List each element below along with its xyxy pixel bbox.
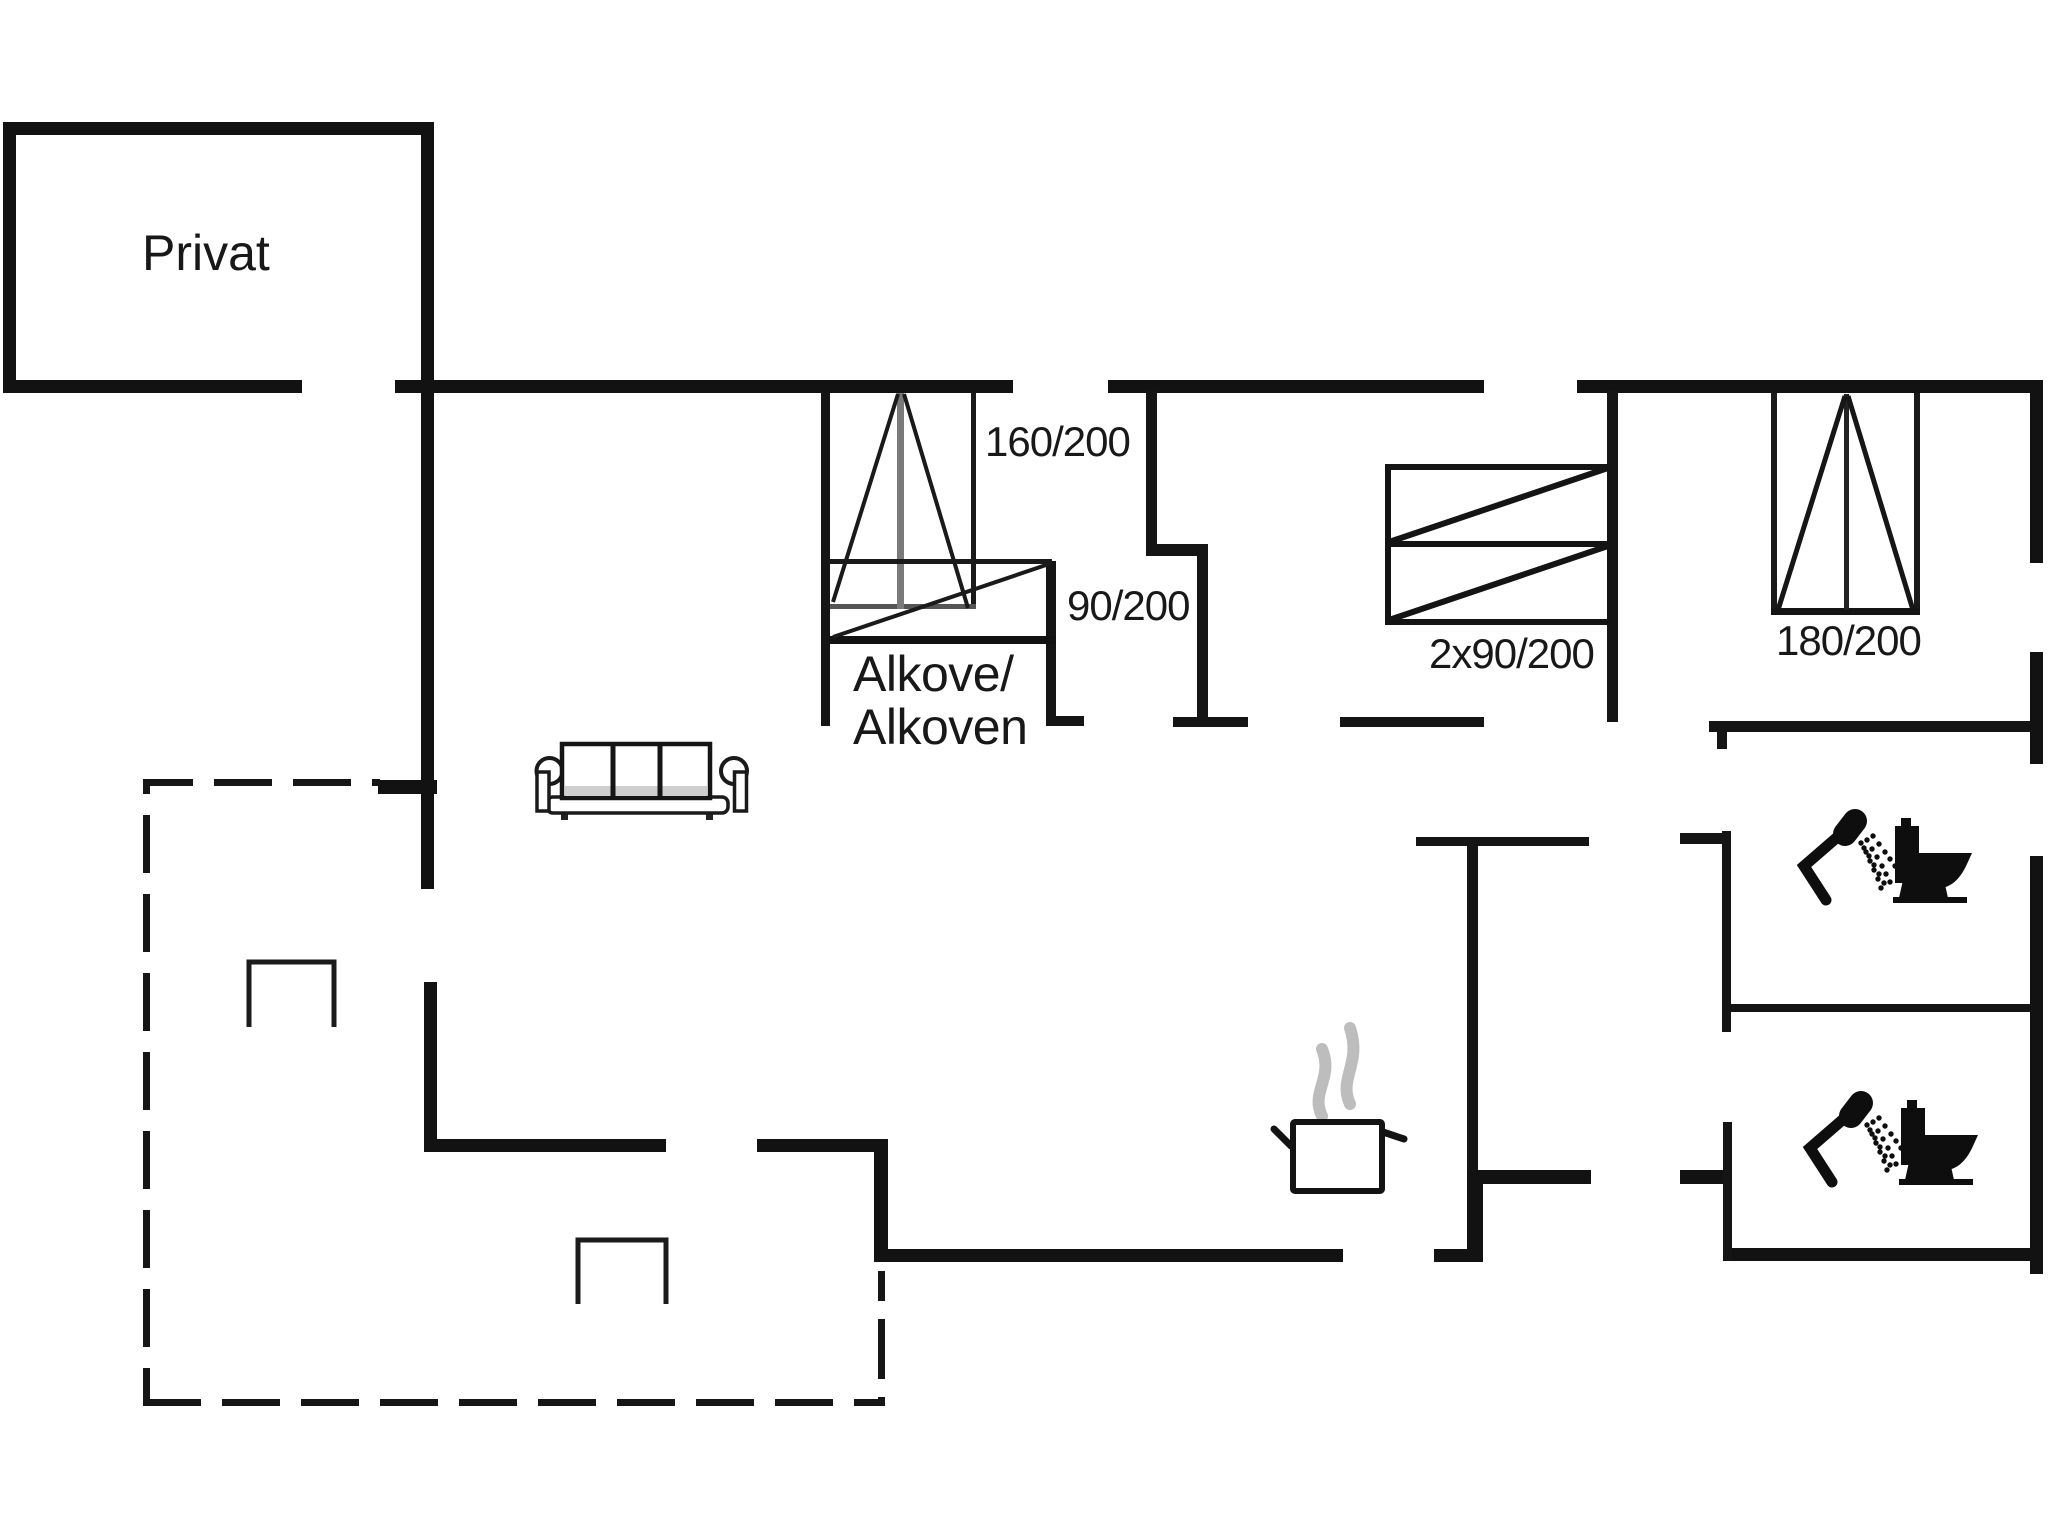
svg-text:90/200: 90/200 (1067, 582, 1189, 629)
svg-text:Alkove/: Alkove/ (853, 646, 1014, 702)
svg-text:180/200: 180/200 (1776, 617, 1921, 664)
svg-text:Privat: Privat (142, 225, 270, 281)
svg-text:160/200: 160/200 (985, 418, 1130, 465)
svg-text:2x90/200: 2x90/200 (1429, 630, 1594, 677)
svg-text:Alkoven: Alkoven (853, 699, 1027, 755)
